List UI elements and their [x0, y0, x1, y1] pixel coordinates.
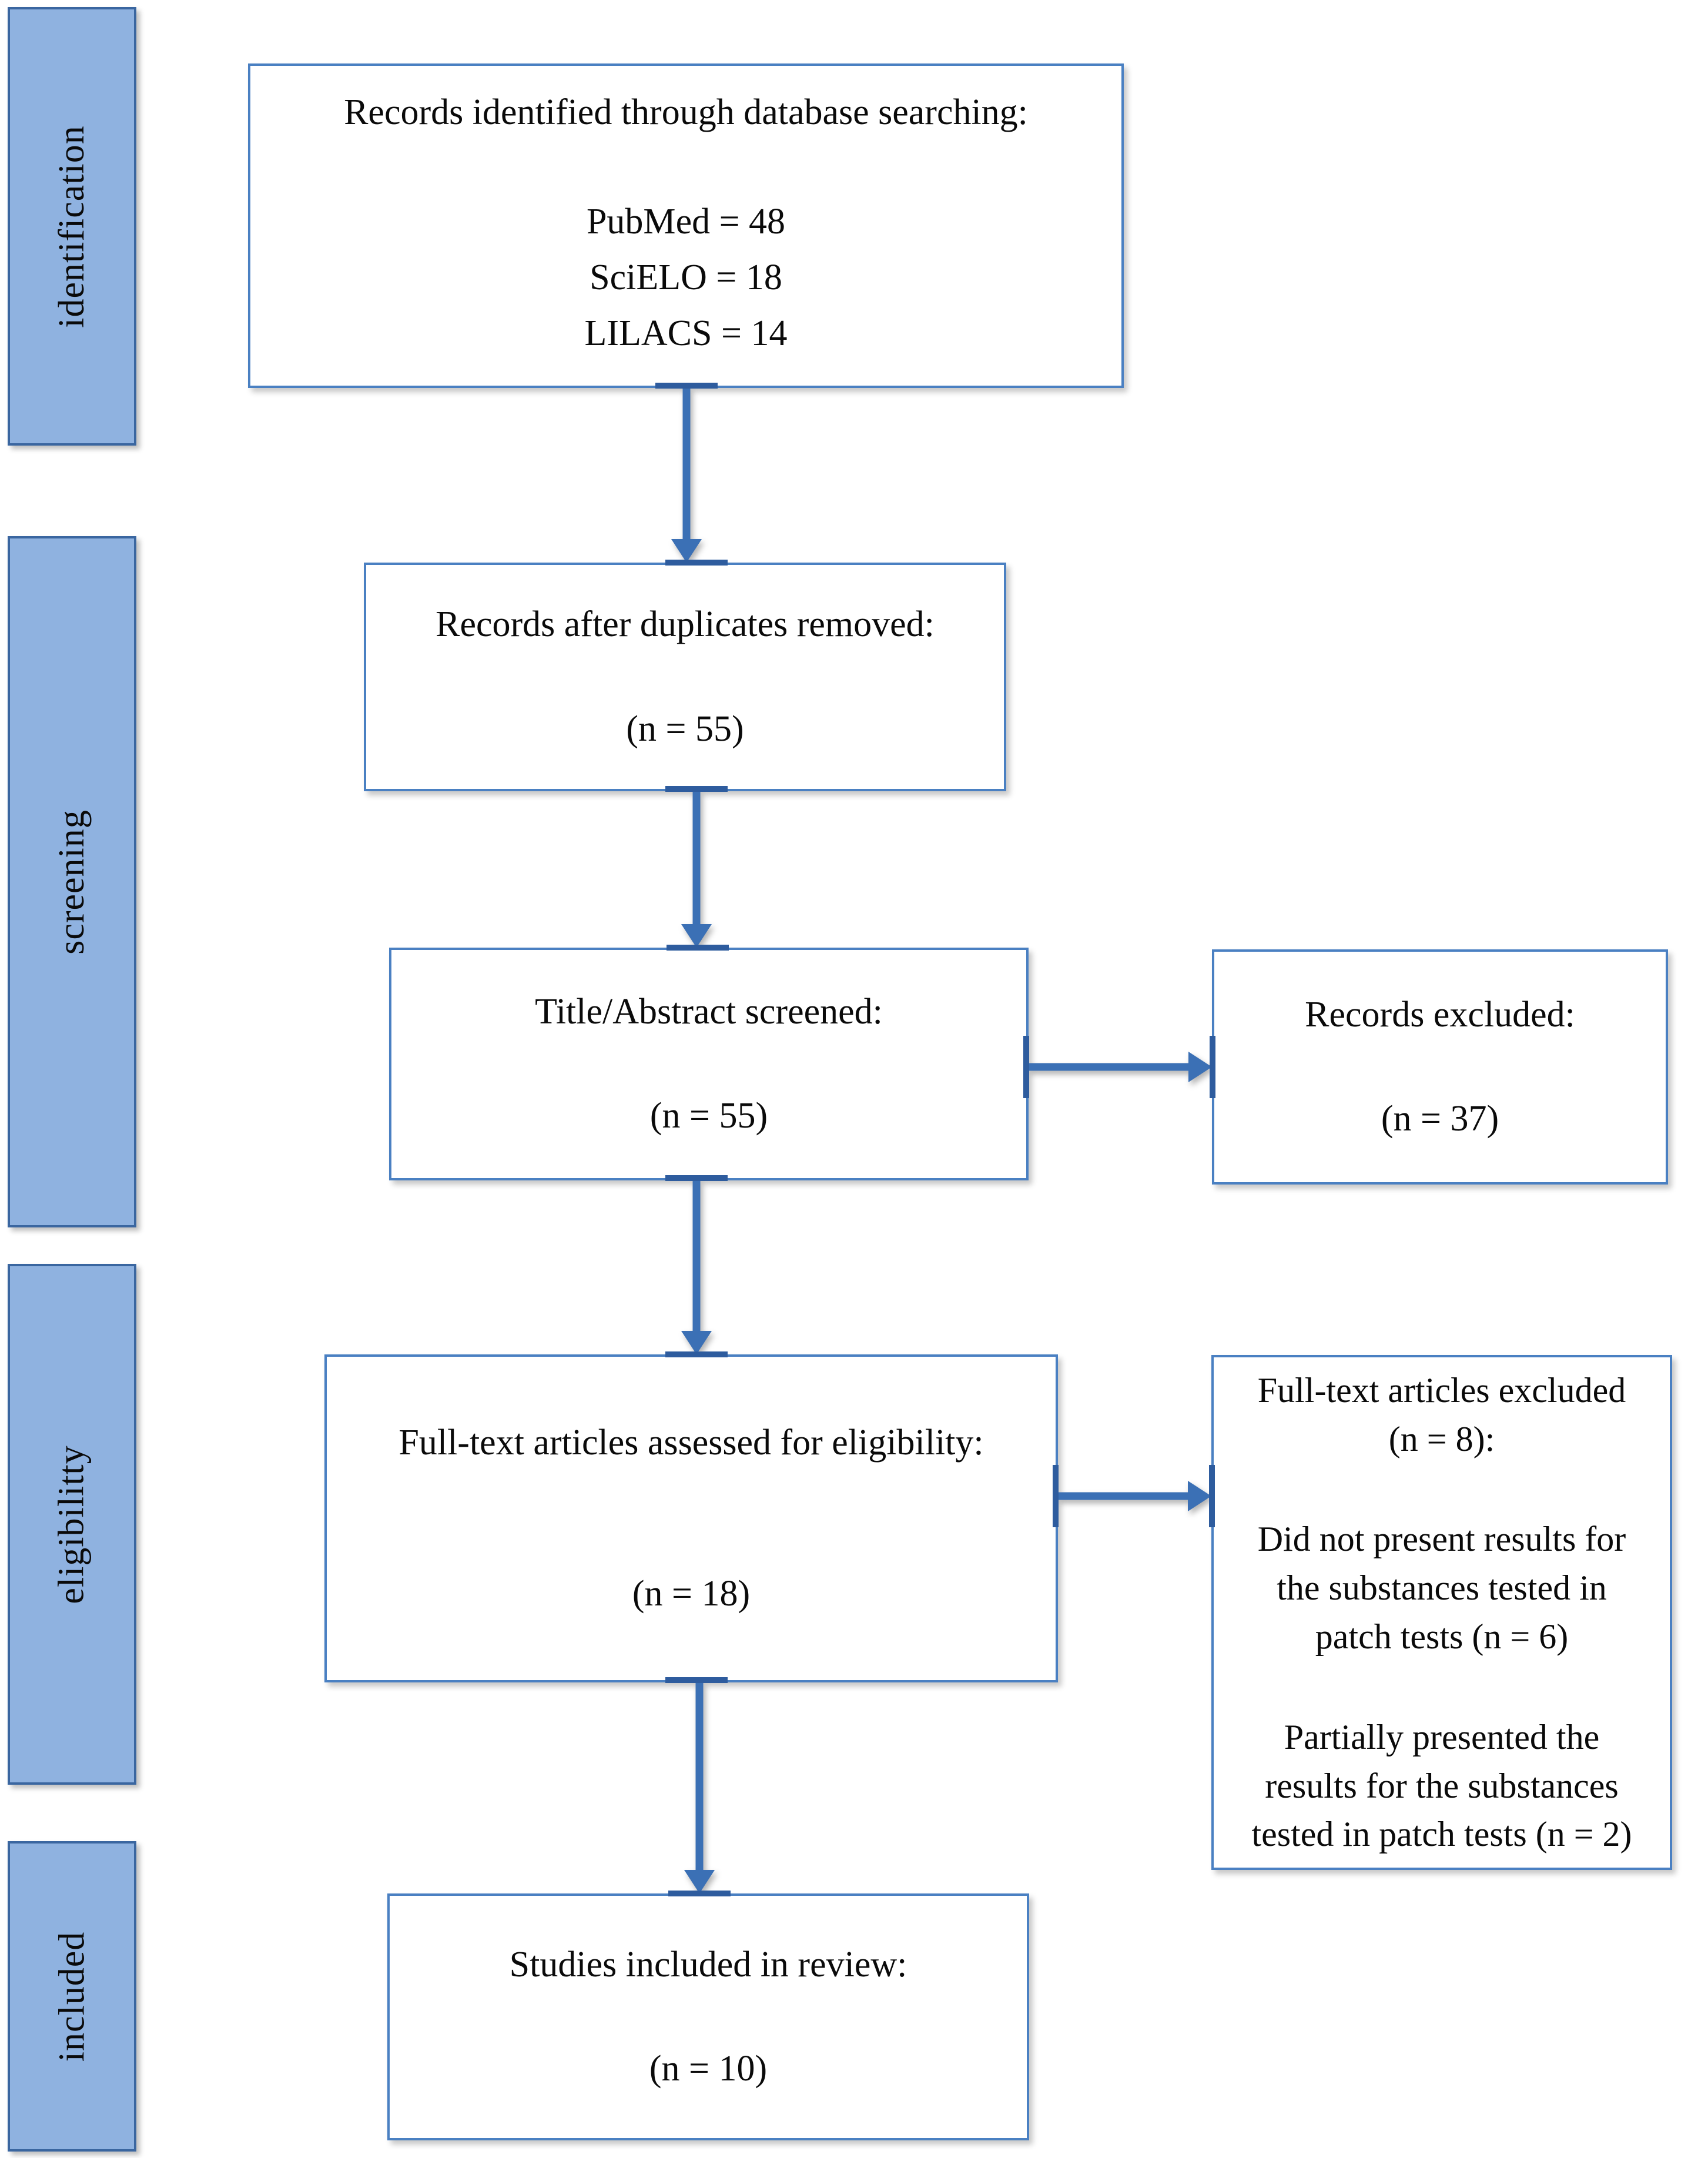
arrow-right-fulltext-to-excluded: [1058, 1478, 1211, 1514]
connector-stub: [668, 1891, 731, 1896]
stage-eligibility-label: eligibilitty: [52, 1444, 92, 1604]
box-fulltext-excluded-reason-2: Partially presented the results for the …: [1251, 1717, 1632, 1854]
connector-stub: [665, 560, 728, 566]
db-line-scielo: SciELO = 18: [590, 257, 782, 298]
box-records-identified: Records identified through database sear…: [248, 63, 1124, 388]
connector-stub: [665, 786, 728, 792]
connector-stub: [665, 1677, 728, 1683]
connector-stub: [667, 945, 729, 951]
db-line-pubmed: PubMed = 48: [586, 202, 786, 242]
box-studies-included-count: (n = 10): [649, 2049, 768, 2089]
box-records-excluded: Records excluded: (n = 37): [1212, 949, 1668, 1185]
box-duplicates-removed-title: Records after duplicates removed:: [436, 604, 935, 644]
box-studies-included: Studies included in review: (n = 10): [387, 1893, 1029, 2140]
arrow-down-fulltext-to-included: [682, 1682, 717, 1893]
box-records-excluded-title: Records excluded:: [1305, 994, 1575, 1035]
box-fulltext-excluded-reason-1: Did not present results for the substanc…: [1257, 1520, 1626, 1656]
stage-identification: identification: [8, 7, 136, 446]
stage-identification-label: identification: [52, 125, 92, 328]
box-studies-included-title: Studies included in review:: [509, 1944, 907, 1985]
box-duplicates-removed: Records after duplicates removed: (n = 5…: [364, 563, 1006, 791]
stage-screening-label: screening: [52, 809, 92, 955]
box-fulltext-excluded: Full-text articles excluded (n = 8): Did…: [1211, 1355, 1672, 1870]
arrow-down-duplicates-to-screened: [679, 791, 714, 948]
arrow-head-down-icon: [681, 924, 712, 948]
box-records-excluded-count: (n = 37): [1381, 1099, 1499, 1139]
box-fulltext-assessed-count: (n = 18): [632, 1574, 751, 1614]
arrow-head-down-icon: [681, 1331, 712, 1354]
stage-screening: screening: [8, 536, 136, 1227]
connector-stub: [1209, 1465, 1215, 1527]
connector-stub: [655, 383, 718, 389]
arrow-head-down-icon: [684, 1870, 715, 1893]
box-fulltext-assessed: Full-text articles assessed for eligibil…: [324, 1354, 1058, 1682]
box-title-abstract-screened-count: (n = 55): [649, 1096, 768, 1136]
stage-included: included: [8, 1841, 136, 2152]
stage-eligibility: eligibilitty: [8, 1264, 136, 1785]
arrow-right-screened-to-excluded: [1029, 1049, 1212, 1085]
arrow-head-right-icon: [1188, 1481, 1211, 1511]
arrow-shaft: [1029, 1063, 1191, 1071]
box-duplicates-removed-count: (n = 55): [626, 708, 744, 749]
box-title-abstract-screened: Title/Abstract screened: (n = 55): [389, 948, 1029, 1180]
arrow-head-right-icon: [1188, 1052, 1212, 1082]
stage-included-label: included: [52, 1931, 92, 2062]
connector-stub: [665, 1175, 728, 1181]
box-records-identified-title: Records identified through database sear…: [344, 92, 1028, 132]
arrow-down-screened-to-fulltext: [679, 1180, 714, 1354]
box-fulltext-excluded-subtitle: (n = 8):: [1388, 1419, 1495, 1458]
box-fulltext-assessed-title: Full-text articles assessed for eligibil…: [398, 1422, 984, 1463]
arrow-head-down-icon: [671, 539, 702, 563]
connector-stub: [1053, 1465, 1059, 1527]
box-title-abstract-screened-title: Title/Abstract screened:: [535, 991, 883, 1032]
box-fulltext-excluded-title: Full-text articles excluded: [1257, 1370, 1626, 1410]
db-line-lilacs: LILACS = 14: [584, 313, 788, 354]
arrow-shaft: [1058, 1492, 1190, 1500]
arrow-down-identified-to-duplicates: [669, 388, 704, 563]
arrow-shaft: [692, 1180, 701, 1333]
arrow-shaft: [695, 1682, 704, 1872]
arrow-shaft: [692, 791, 701, 926]
arrow-shaft: [682, 388, 691, 541]
connector-stub: [1023, 1036, 1029, 1098]
connector-stub: [665, 1351, 728, 1357]
connector-stub: [1210, 1036, 1215, 1098]
